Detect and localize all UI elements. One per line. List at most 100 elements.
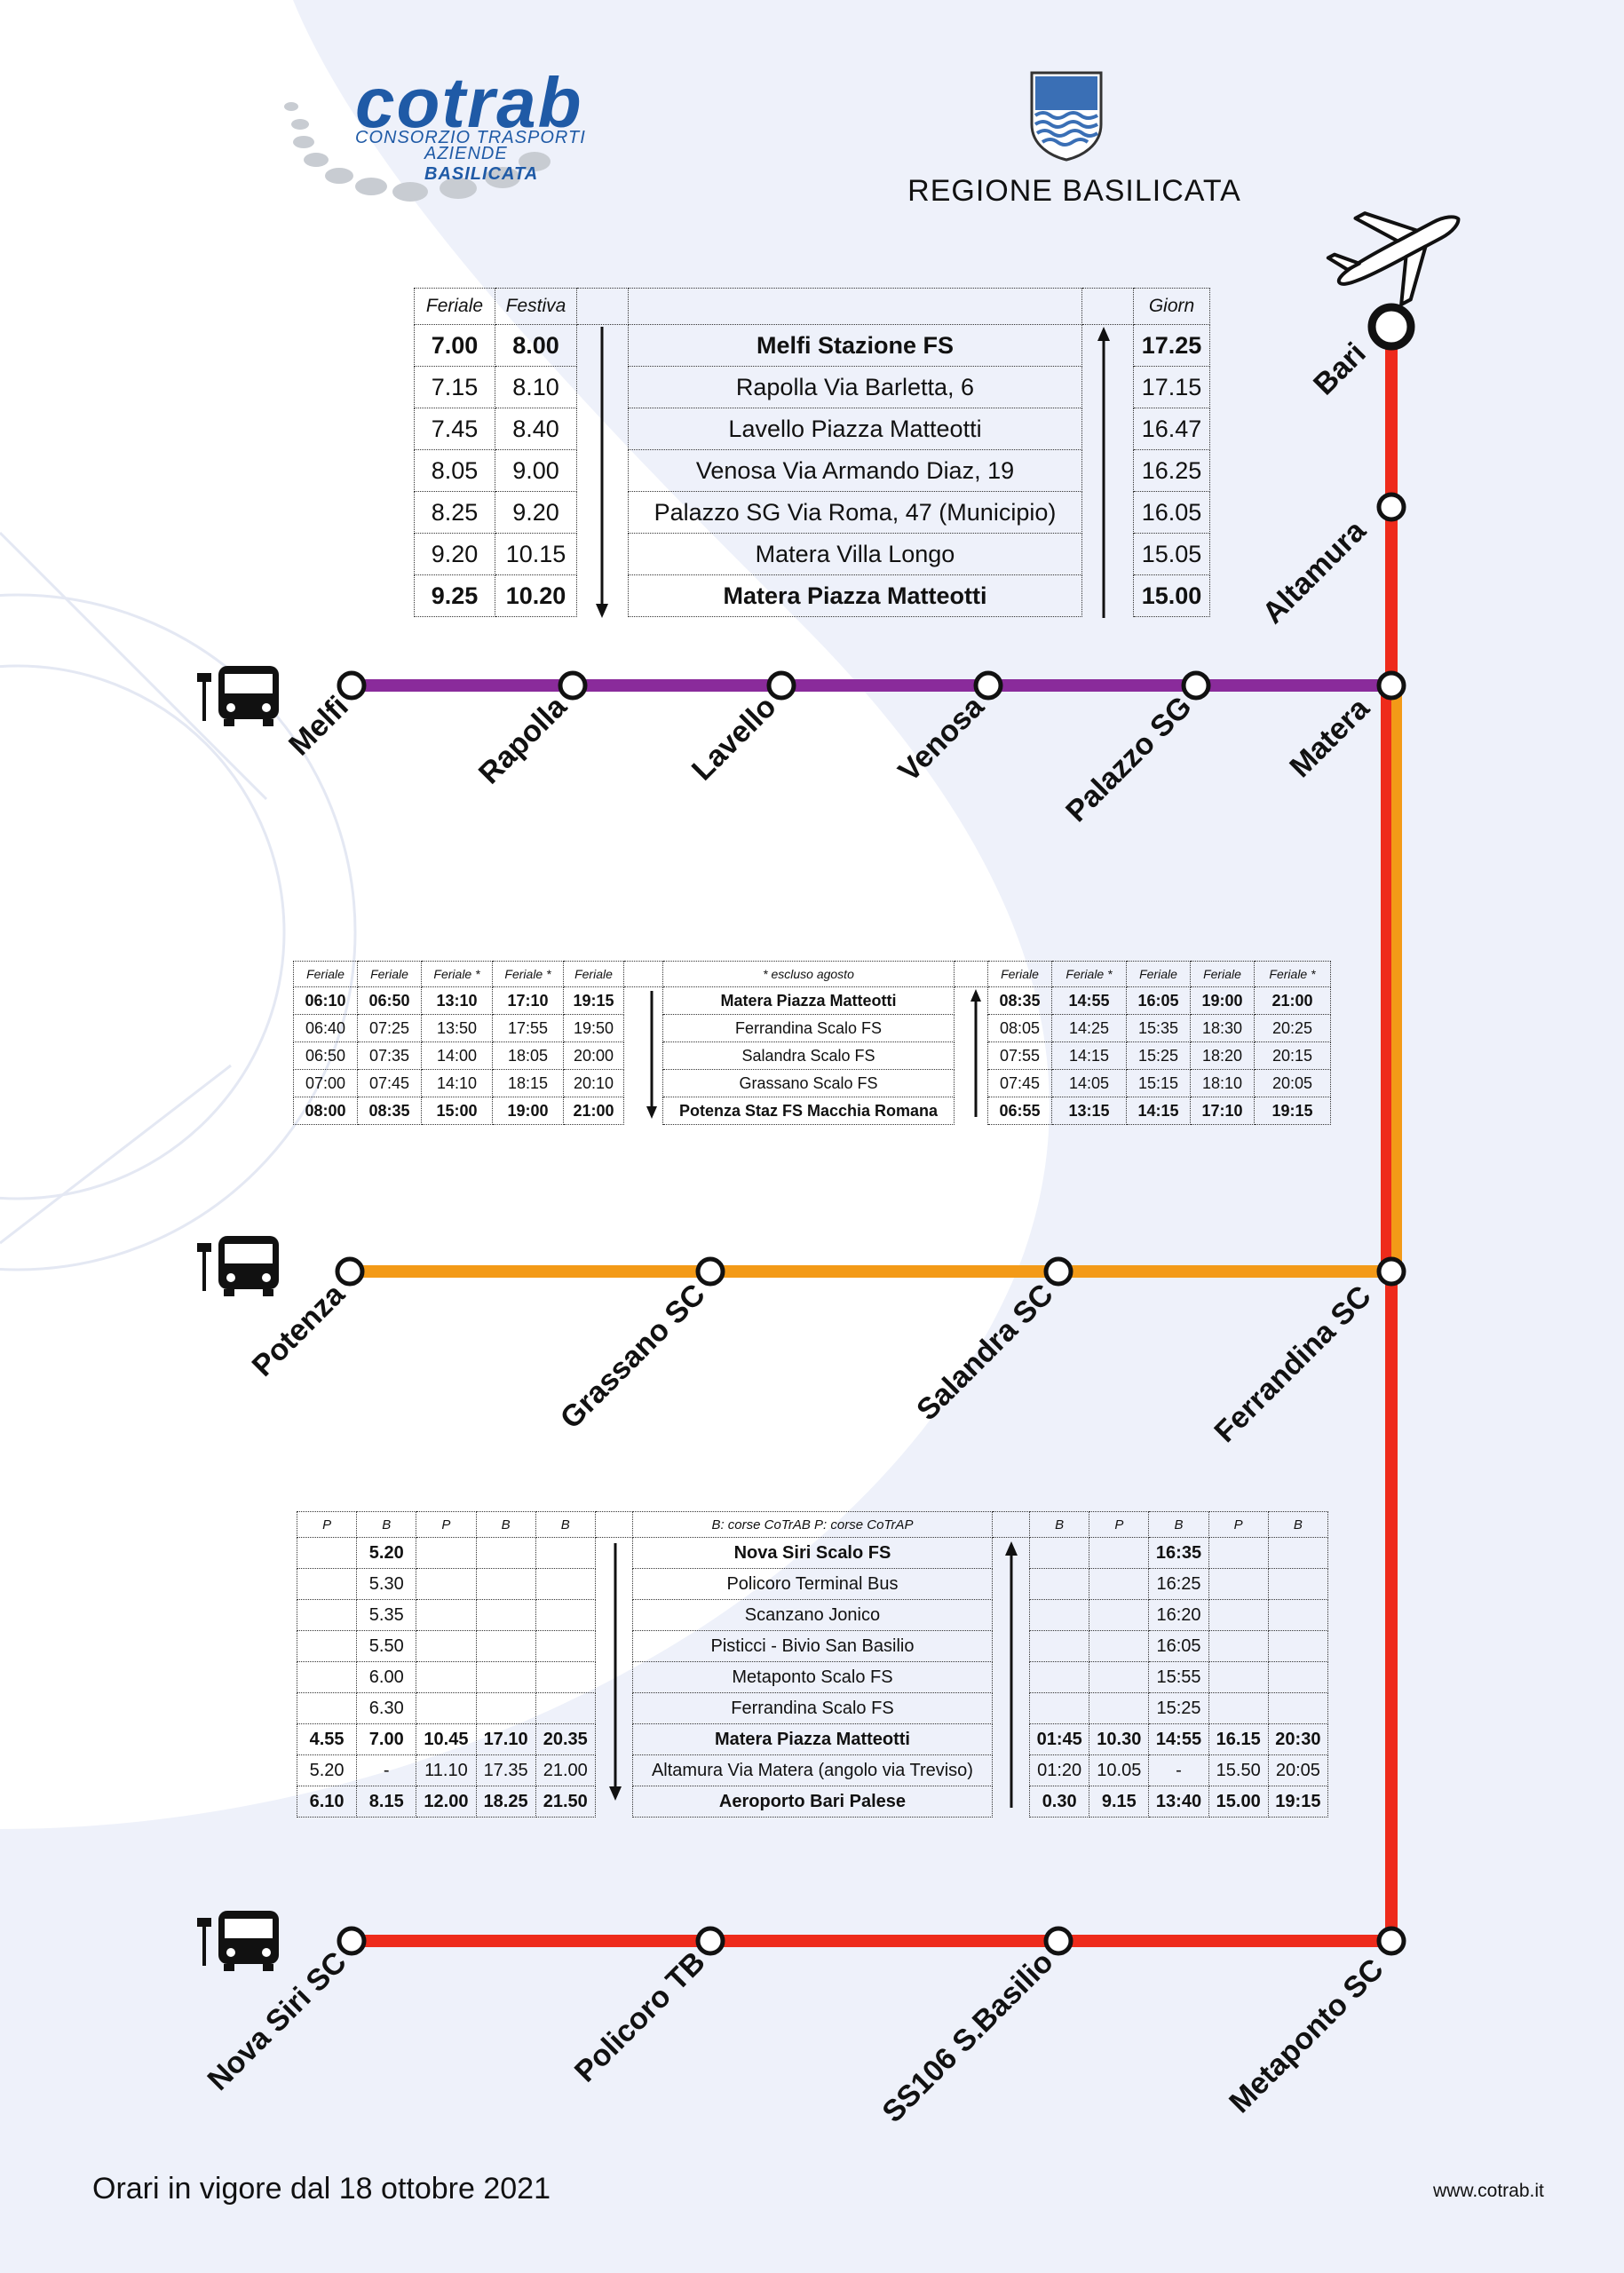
cotrab-subtitle-1: CONSORZIO TRASPORTI	[355, 128, 586, 147]
table-cell	[954, 986, 988, 1015]
cotrab-logo-dots	[284, 102, 551, 202]
table-cell: Aeroporto Bari Palese	[631, 1786, 993, 1818]
table-cell	[475, 1568, 536, 1600]
table-cell: 8.25	[414, 491, 495, 534]
table-cell	[1089, 1537, 1150, 1569]
table-cell	[991, 1754, 1031, 1786]
table-cell: 08:35	[357, 1097, 422, 1125]
table-cell	[576, 491, 629, 534]
table-cell	[623, 1014, 663, 1042]
table-cell	[416, 1599, 477, 1631]
header-cell: Feriale *	[1254, 961, 1331, 987]
table-cell	[1208, 1692, 1269, 1724]
table-cell	[991, 1537, 1031, 1569]
header-cell: P	[1089, 1511, 1150, 1538]
table-cell	[594, 1692, 633, 1724]
table-cell: 13:50	[421, 1014, 493, 1042]
table-cell	[535, 1537, 596, 1569]
table-cell: 15:25	[1126, 1041, 1191, 1070]
table-cell: 10.20	[495, 574, 577, 617]
table-cell	[1081, 449, 1134, 492]
table-cell: 7.45	[414, 408, 495, 450]
table-cell	[1267, 1630, 1329, 1662]
table-cell: 18:10	[1190, 1069, 1255, 1097]
table-cell: Potenza Staz FS Macchia Romana	[662, 1097, 955, 1125]
table-cell: 21:00	[1254, 986, 1331, 1015]
table-cell: 20:15	[1254, 1041, 1331, 1070]
table-cell: 20.35	[535, 1723, 596, 1755]
table-cell	[991, 1723, 1031, 1755]
table-cell: 17.15	[1133, 366, 1210, 408]
table-cell	[1081, 366, 1134, 408]
table-cell	[1208, 1537, 1269, 1569]
table-cell: 16.25	[1133, 449, 1210, 492]
header-cell: Feriale	[563, 961, 624, 987]
table-cell	[991, 1661, 1031, 1693]
table-cell	[1267, 1568, 1329, 1600]
table-header-row: Feriale Festiva Giorn	[414, 288, 1210, 325]
table-cell	[623, 986, 663, 1015]
table-cell: 07:45	[987, 1069, 1052, 1097]
table-cell: 15.05	[1133, 533, 1210, 575]
header-cell: B	[475, 1511, 536, 1538]
table-cell	[1208, 1599, 1269, 1631]
table-cell	[594, 1630, 633, 1662]
table-cell: 10.45	[416, 1723, 477, 1755]
table-cell: 8.40	[495, 408, 577, 450]
table-cell: 21.00	[535, 1754, 596, 1786]
table-cell: Palazzo SG Via Roma, 47 (Municipio)	[628, 491, 1082, 534]
header-cell	[623, 961, 663, 987]
table-cell	[576, 574, 629, 617]
table-cell: 7.00	[414, 324, 495, 367]
table-cell: Pisticci - Bivio San Basilio	[631, 1630, 993, 1662]
table-cell	[296, 1692, 358, 1724]
table-cell	[1029, 1630, 1090, 1662]
table-cell: 19:50	[563, 1014, 624, 1042]
table-cell: 18:20	[1190, 1041, 1255, 1070]
table-cell	[1081, 408, 1134, 450]
table-cell: 8.00	[495, 324, 577, 367]
header-cell: P	[416, 1511, 477, 1538]
table-cell: 21.50	[535, 1786, 596, 1818]
header-cell	[594, 1511, 633, 1538]
table-cell: 18:15	[492, 1069, 564, 1097]
table-cell: 17.35	[475, 1754, 536, 1786]
table-cell: 18:05	[492, 1041, 564, 1070]
table-cell: 13:15	[1051, 1097, 1127, 1125]
table-cell: 18.25	[475, 1786, 536, 1818]
table-cell: -	[356, 1754, 417, 1786]
table-cell: 20:05	[1267, 1754, 1329, 1786]
table-cell: 15:25	[1148, 1692, 1209, 1724]
table-cell	[296, 1630, 358, 1662]
table-cell: 15.00	[1133, 574, 1210, 617]
website-link[interactable]: www.cotrab.it	[1433, 2181, 1544, 2201]
table-cell	[535, 1599, 596, 1631]
table-cell	[416, 1630, 477, 1662]
header-cell: Feriale	[1126, 961, 1191, 987]
timetable-novasiri-bari: P B P B B B: corse CoTrAB P: corse CoTrA…	[296, 1511, 1329, 1818]
table-cell	[1267, 1692, 1329, 1724]
table-cell: 08:35	[987, 986, 1052, 1015]
header-cell: B	[356, 1511, 417, 1538]
table-cell	[1089, 1568, 1150, 1600]
table-cell	[594, 1537, 633, 1569]
table-cell	[475, 1599, 536, 1631]
table-cell: 17:55	[492, 1014, 564, 1042]
table-cell: 17:10	[492, 986, 564, 1015]
table-cell: Lavello Piazza Matteotti	[628, 408, 1082, 450]
header-cell: Feriale	[357, 961, 422, 987]
table-cell	[475, 1692, 536, 1724]
table-cell: 06:55	[987, 1097, 1052, 1125]
validity-note: Orari in vigore dal 18 ottobre 2021	[92, 2172, 551, 2206]
table-cell	[1208, 1630, 1269, 1662]
table-cell: 07:25	[357, 1014, 422, 1042]
table-cell: 14:10	[421, 1069, 493, 1097]
table-cell: 06:10	[293, 986, 358, 1015]
